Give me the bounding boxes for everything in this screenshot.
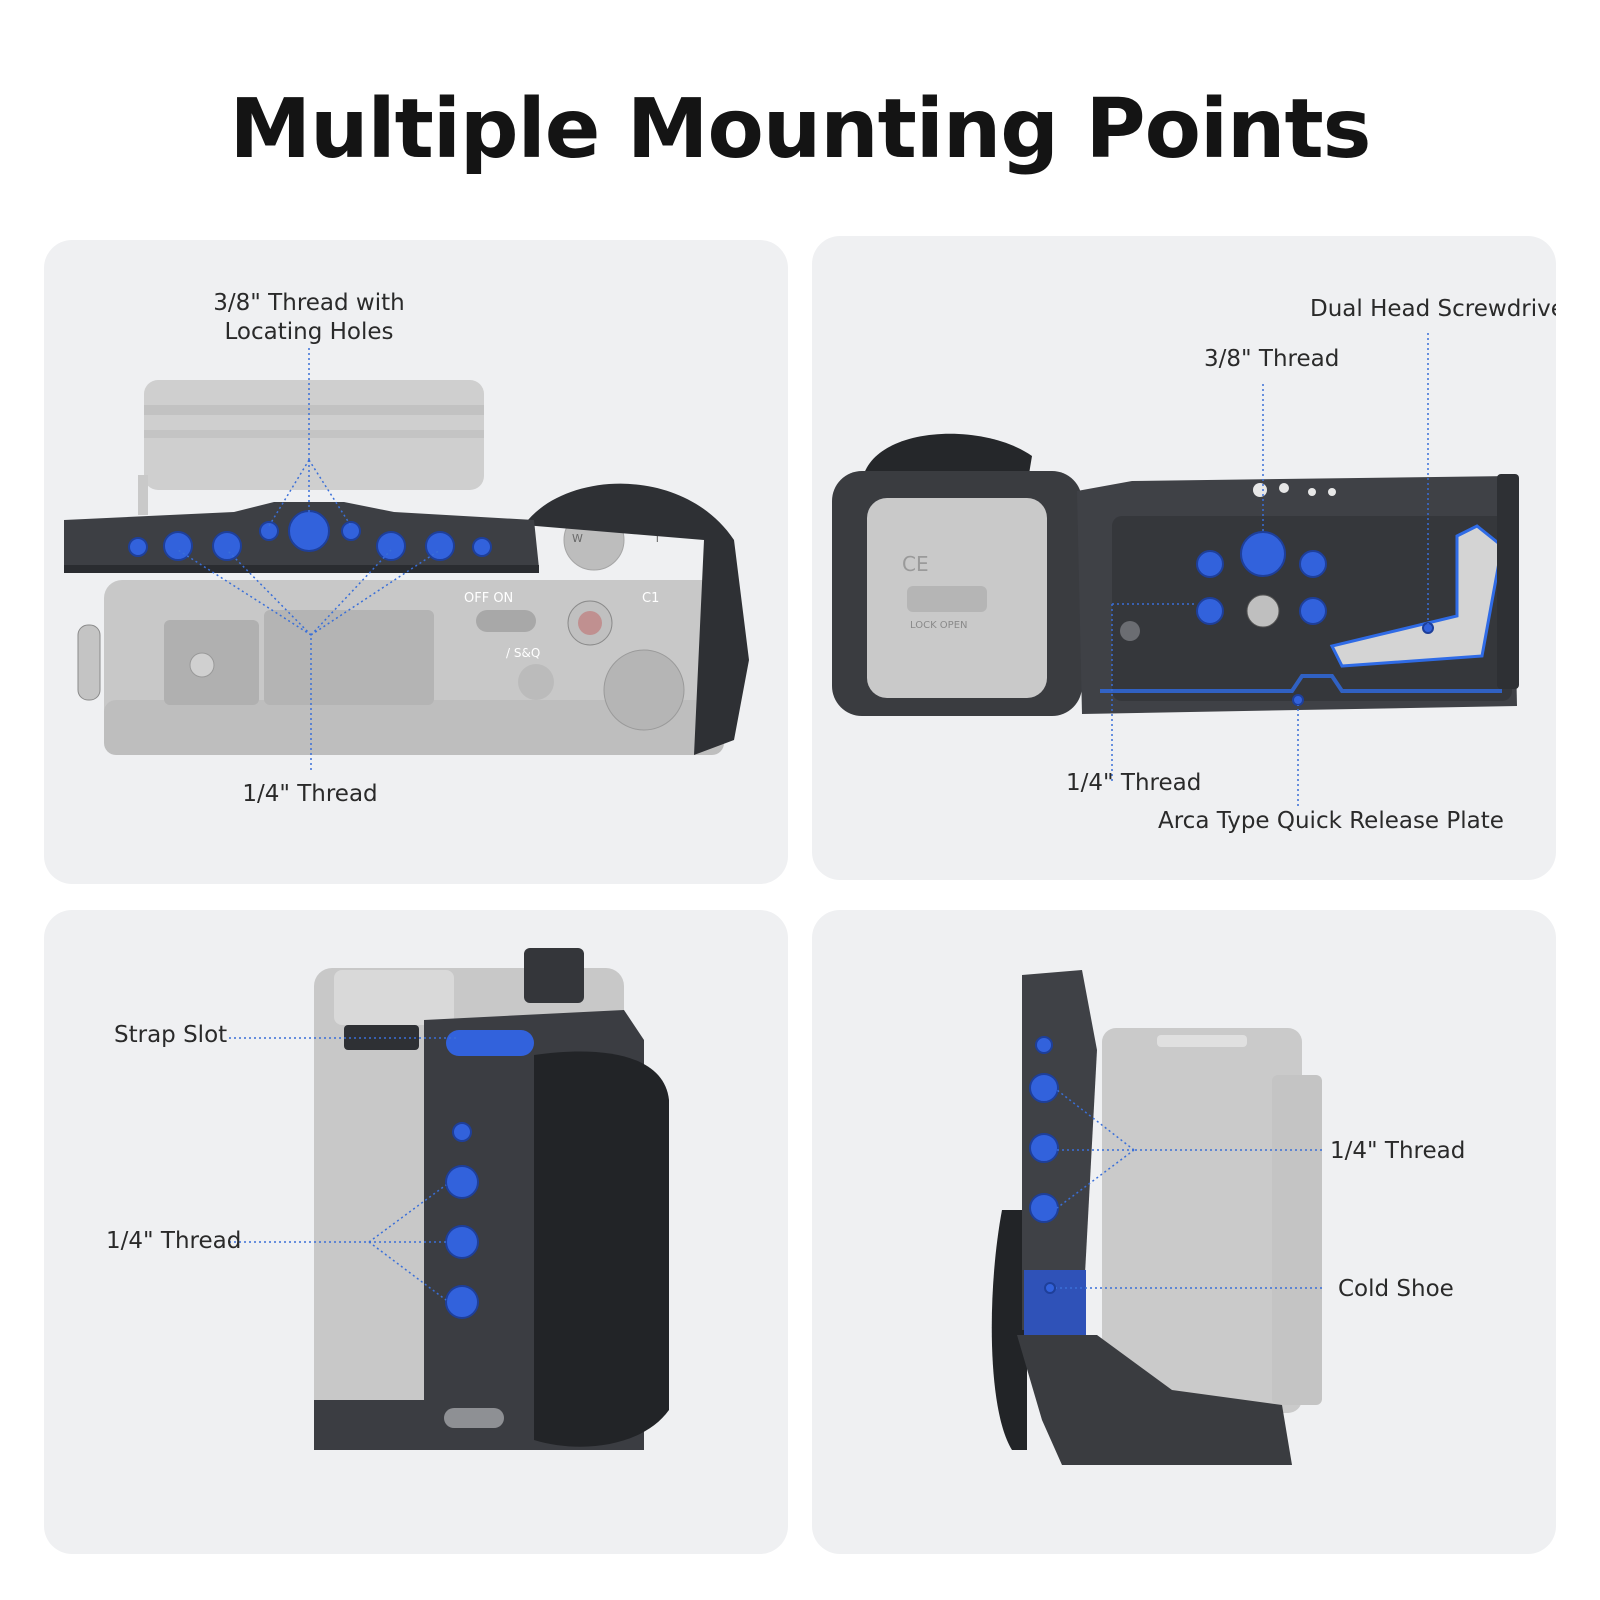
- control-dial: [603, 649, 685, 731]
- bottom-view-panel: CE LOCK OPEN: [812, 236, 1556, 880]
- zoom-w-mark: W: [572, 532, 583, 545]
- power-switch: [476, 610, 536, 632]
- label-14-thread: 1/4" Thread: [1330, 1138, 1466, 1164]
- label-38-thread-line2: Locating Holes: [224, 319, 394, 345]
- c1-mark: C1: [642, 591, 659, 606]
- cage-grip: [524, 483, 749, 755]
- label-14-thread: 1/4" Thread: [1066, 770, 1202, 796]
- page-title: Multiple Mounting Points: [229, 82, 1372, 177]
- grip-rubber: [534, 1051, 669, 1447]
- cage-upright: [1022, 970, 1097, 1330]
- strap-slot: [344, 1025, 419, 1050]
- label-14-thread: 1/4" Thread: [242, 781, 378, 807]
- thread-holes: [128, 510, 492, 561]
- strap-slot-blue: [446, 1030, 534, 1056]
- cold-shoe: [1024, 1270, 1086, 1340]
- label-strap-slot: Strap Slot: [114, 1022, 228, 1048]
- grip-side-illustration: [229, 948, 669, 1450]
- top-view-illustration: W T OFF ON C1 / S&Q: [64, 348, 749, 770]
- left-side-illustration: [991, 970, 1322, 1465]
- thread-holes: [445, 1122, 479, 1319]
- thread-holes: [1196, 531, 1434, 706]
- lock-open-mark: LOCK OPEN: [910, 620, 968, 631]
- camera-body: [1102, 1028, 1302, 1413]
- label-38-thread-line1: 3/8" Thread with: [213, 290, 405, 316]
- off-on-mark: OFF ON: [464, 591, 513, 606]
- label-arca-plate: Arca Type Quick Release Plate: [1158, 808, 1504, 834]
- bottom-view-illustration: CE LOCK OPEN: [832, 333, 1519, 806]
- mode-mark: / S&Q: [506, 646, 540, 660]
- quarter-inch-screw: [1246, 594, 1280, 628]
- label-cold-shoe: Cold Shoe: [1338, 1276, 1454, 1302]
- top-view-panel: W T OFF ON C1 / S&Q: [44, 240, 788, 884]
- label-38-thread: 3/8" Thread: [1204, 346, 1340, 372]
- cage-base: [1017, 1335, 1292, 1465]
- screwdriver: [1329, 524, 1504, 668]
- grip-side-panel: Strap Slot 1/4" Thread: [44, 910, 788, 1554]
- thread-holes: [1029, 1036, 1059, 1294]
- label-14-thread: 1/4" Thread: [106, 1228, 242, 1254]
- zoom-t-mark: T: [653, 532, 661, 545]
- ce-mark: CE: [902, 552, 929, 576]
- label-screwdriver: Dual Head Screwdriver: [1310, 296, 1556, 322]
- left-side-panel: 1/4" Thread Cold Shoe: [812, 910, 1556, 1554]
